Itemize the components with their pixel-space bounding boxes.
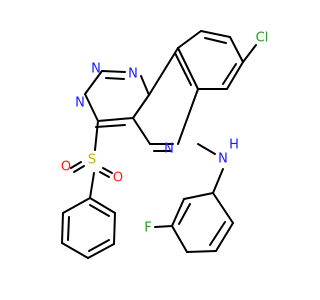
bond	[62, 197, 91, 214]
bond	[61, 212, 64, 244]
bond	[97, 117, 134, 122]
bond	[61, 242, 89, 259]
bond	[200, 30, 231, 38]
bond	[84, 93, 99, 122]
ring-nitrogen-label: N	[164, 142, 174, 157]
bond	[132, 94, 150, 119]
bond	[215, 222, 234, 252]
bond	[89, 172, 95, 199]
bond	[177, 47, 199, 90]
bond	[222, 63, 237, 85]
bond	[197, 143, 216, 155]
bonds	[61, 30, 257, 259]
bond	[73, 165, 85, 173]
sulfonyl-oxygen-label: O	[113, 171, 123, 186]
bond	[89, 204, 110, 217]
bond	[101, 70, 126, 73]
bond	[183, 192, 214, 200]
bond	[102, 167, 113, 174]
bond	[70, 161, 82, 169]
background	[0, 0, 300, 300]
bond	[212, 192, 234, 224]
bond	[94, 120, 99, 151]
bond	[88, 239, 110, 252]
amine-hydrogen-label: H	[229, 138, 239, 153]
bond	[67, 216, 70, 241]
bond-cl	[242, 44, 257, 63]
bond	[178, 203, 191, 225]
bond	[177, 88, 199, 145]
bond	[177, 30, 202, 49]
triazole-nitrogen-label: N	[75, 96, 85, 111]
sulfur-label: S	[88, 153, 96, 168]
bond	[84, 70, 103, 95]
bond	[113, 212, 116, 245]
bond	[99, 171, 110, 178]
bond	[171, 198, 185, 227]
amine-nitrogen-label: N	[218, 152, 228, 167]
molecule-structure: Cl F N N N N N H S O O	[0, 0, 300, 300]
bond	[186, 250, 217, 253]
bond	[132, 117, 151, 145]
bond-f	[154, 225, 173, 228]
bond	[212, 168, 224, 194]
sulfonyl-oxygen-label: O	[61, 160, 71, 175]
bond	[87, 243, 115, 259]
bond	[226, 61, 244, 90]
bond	[229, 36, 244, 63]
bridgehead-nitrogen-label: N	[128, 67, 138, 82]
atom-labels: Cl F N N N N N H S O O	[61, 31, 268, 236]
bond	[204, 37, 227, 44]
bond	[140, 75, 150, 96]
bond	[209, 221, 226, 246]
bond	[171, 225, 188, 253]
molecule-diagram: Cl F N N N N N H S O O	[0, 0, 300, 300]
chlorine-label: Cl	[256, 31, 269, 46]
bond	[95, 124, 126, 128]
bond	[148, 47, 179, 96]
bond	[105, 77, 125, 80]
fluorine-label: F	[144, 221, 151, 236]
bond	[174, 52, 192, 86]
bond	[89, 197, 116, 214]
triazole-nitrogen-label: N	[91, 62, 101, 77]
